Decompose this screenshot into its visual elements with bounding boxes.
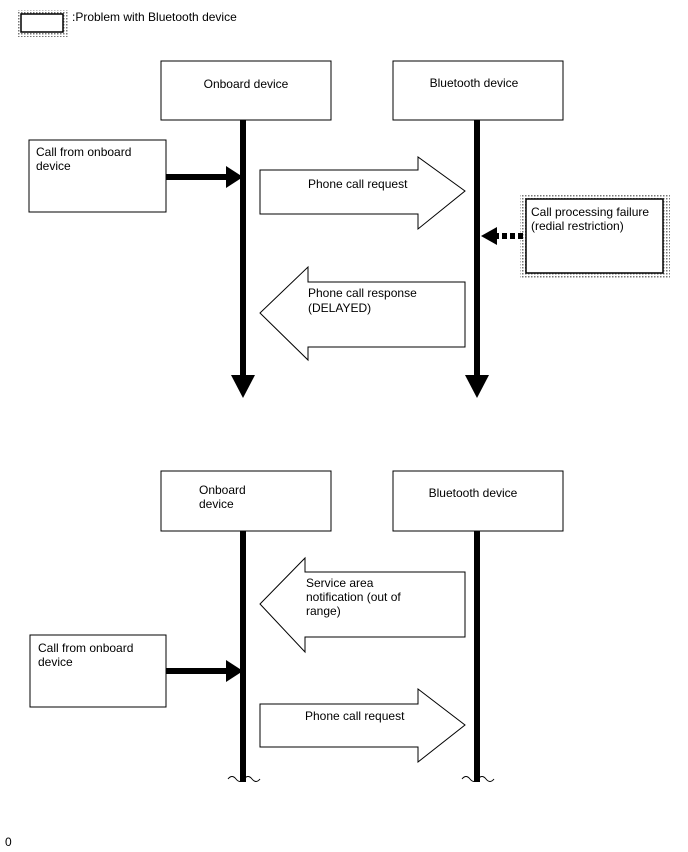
bottom-call-from-onboard-box: [29, 634, 167, 708]
bottom-service-area-notification-arrow: [259, 556, 466, 654]
top-onboard-lifeline-arrowhead: [231, 375, 255, 398]
bottom-bluetooth-device-label: Bluetooth device: [429, 486, 518, 500]
legend-box: [20, 13, 64, 33]
footer-mark: 0: [5, 835, 12, 849]
top-onboard-device-box: [160, 60, 332, 121]
top-bluetooth-device-label: Bluetooth device: [430, 76, 519, 90]
top-call-processing-failure-text: Call processing failure (redial restrict…: [531, 205, 652, 233]
top-diagram: Onboard device Bluetooth device Call fro…: [28, 60, 670, 398]
top-phone-call-response-label: Phone call response (DELAYED): [308, 286, 420, 315]
bottom-phone-call-request-label: Phone call request: [305, 709, 405, 723]
bottom-diagram: Onboard device Bluetooth device Service …: [29, 470, 564, 782]
bottom-onboard-device-box: [160, 470, 332, 532]
bottom-call-from-onboard-text: Call from onboard device: [38, 641, 137, 669]
bottom-bluetooth-lifeline-break: [461, 776, 495, 782]
legend: :Problem with Bluetooth device: [17, 10, 237, 37]
top-phone-call-request-arrow: [259, 156, 466, 231]
top-bluetooth-lifeline-arrowhead: [465, 375, 489, 398]
bottom-onboard-lifeline-break: [227, 776, 261, 782]
top-phone-call-response-arrow: [259, 265, 466, 362]
top-call-from-onboard-box: [28, 139, 167, 213]
top-bluetooth-device-box: [392, 60, 564, 121]
top-onboard-device-label: Onboard device: [204, 77, 289, 91]
top-call-arrow-head: [226, 166, 243, 188]
top-call-from-onboard-text: Call from onboard device: [36, 145, 135, 173]
bottom-phone-call-request-arrow: [259, 687, 466, 764]
bottom-service-area-notification-label: Service area notification (out of range): [306, 576, 404, 618]
bottom-call-arrow-head: [226, 660, 243, 682]
top-failure-dashed-arrow-head: [481, 227, 497, 245]
bottom-bluetooth-device-box: [392, 470, 564, 532]
legend-text: :Problem with Bluetooth device: [72, 10, 237, 24]
bottom-onboard-device-label: Onboard device: [199, 483, 249, 511]
top-call-processing-failure-box: [525, 198, 664, 274]
top-phone-call-request-label: Phone call request: [308, 177, 408, 191]
